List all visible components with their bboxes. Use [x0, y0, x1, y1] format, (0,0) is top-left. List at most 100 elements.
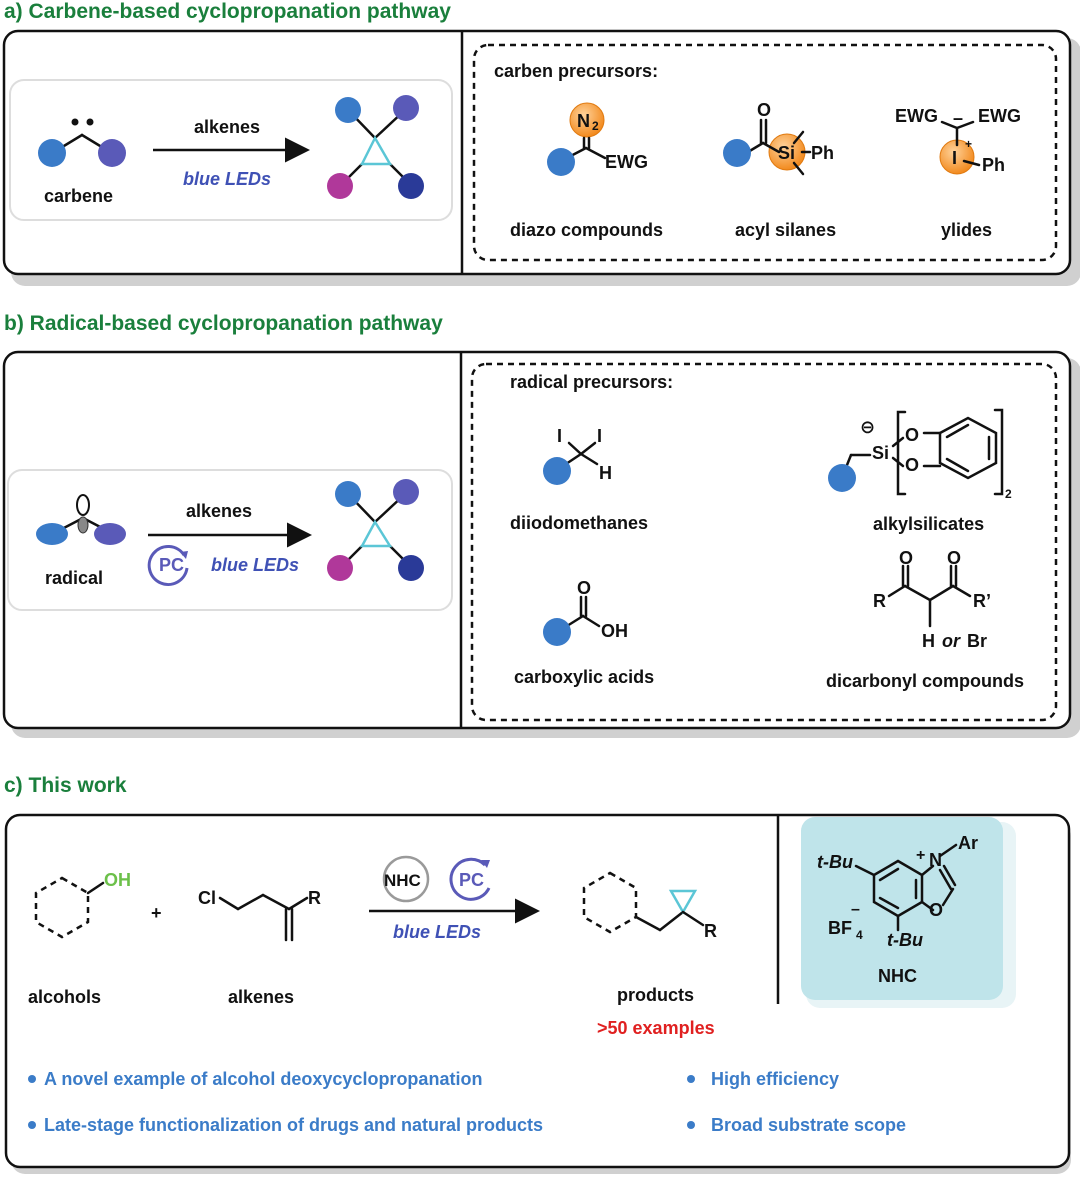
examples-count: >50 examples: [597, 1018, 715, 1038]
product-r-atom: R: [704, 921, 717, 941]
nhc-label: NHC: [878, 966, 917, 986]
radical-structure: [36, 494, 126, 545]
acyl-silane-structure: [723, 118, 812, 176]
nhc-plus-charge: +: [916, 847, 925, 864]
diiodo-h-atom: H: [599, 463, 612, 483]
arrow-a-bottom-label: blue LEDs: [183, 169, 271, 189]
nhc-structure: [854, 843, 958, 932]
acyl-silane-o-atom: O: [757, 100, 771, 120]
section-b-panel: [2, 350, 1072, 730]
pc-label-b: PC: [159, 555, 184, 575]
cyclohexanol-structure: [34, 876, 105, 939]
cyclopropane-product-b: [327, 479, 424, 581]
alkylsilicates-label: alkylsilicates: [873, 514, 984, 534]
section-a-title: a) Carbene-based cyclopropanation pathwa…: [4, 0, 451, 23]
radical-precursors-title: radical precursors:: [510, 372, 673, 392]
nhc-bf4-minus: –: [851, 901, 860, 918]
nhc-catalyst-icon: [382, 855, 430, 903]
diiodomethanes-label: diiodomethanes: [510, 513, 648, 533]
diiodo-i1-atom: I: [557, 426, 562, 446]
section-c-title: c) This work: [4, 774, 127, 797]
dicarbonyl-o1-atom: O: [899, 548, 913, 568]
diiodomethane-structure: [543, 441, 599, 485]
carboxylic-oh-atom: OH: [601, 621, 628, 641]
acyl-silanes-label: acyl silanes: [735, 220, 836, 240]
acyl-silane-ph-atom: Ph: [811, 143, 834, 163]
nhc-bf4: BF: [828, 918, 852, 938]
radical-label: radical: [45, 568, 103, 588]
arrow-c-bottom-label: blue LEDs: [393, 922, 481, 942]
carbene-label: carbene: [44, 186, 113, 206]
cyclopropane-product-a: [327, 95, 424, 199]
bullet-dot: [28, 1075, 36, 1083]
dicarbonyl-or-text: or: [942, 631, 961, 651]
bullet-dot: [687, 1075, 695, 1083]
carboxylic-acid-structure: [543, 595, 601, 646]
bullet-left-2: Late-stage functionalization of drugs an…: [44, 1115, 543, 1135]
carben-precursors-box: [472, 43, 1058, 262]
alkylsilicate-o2-atom: O: [905, 455, 919, 475]
nhc-ar-atom: Ar: [958, 833, 978, 853]
nhc-catalyst-label: NHC: [384, 871, 421, 890]
arrow-a-top-label: alkenes: [194, 117, 260, 137]
carboxylic-o-atom: O: [577, 578, 591, 598]
dicarbonyl-br-atom: Br: [967, 631, 987, 651]
diiodo-i2-atom: I: [597, 426, 602, 446]
nhc-tbu1: t-Bu: [817, 852, 853, 872]
alkylsilicate-si-atom: Si: [872, 443, 889, 463]
diazo-compound-structure: [547, 102, 607, 176]
diazo-ewg-atom: EWG: [605, 152, 648, 172]
radical-precursors-box: [470, 362, 1058, 722]
nhc-bf4-subscript: 4: [856, 928, 863, 942]
dicarbonyl-r2-atom: R’: [973, 591, 991, 611]
diazo-n2-subscript: 2: [592, 119, 599, 133]
arrow-b-top-label: alkenes: [186, 501, 252, 521]
ylide-i-atom: I: [952, 148, 957, 168]
arrow-b-bottom-label: blue LEDs: [211, 555, 299, 575]
section-b-title: b) Radical-based cyclopropanation pathwa…: [4, 312, 443, 335]
dicarbonyl-r-atom: R: [873, 591, 886, 611]
ylide-ph-atom: Ph: [982, 155, 1005, 175]
ylide-minus: –: [953, 108, 963, 128]
pc-catalyst-icon-c: [449, 857, 491, 901]
pc-label-c: PC: [459, 870, 484, 890]
ylides-label: ylides: [941, 220, 992, 240]
ylide-ewg-right: EWG: [978, 106, 1021, 126]
dicarbonyl-structure: [887, 564, 972, 628]
acyl-silane-si-atom: Si: [778, 143, 795, 163]
bullet-dot: [687, 1121, 695, 1129]
alkene-cl-atom: Cl: [198, 888, 216, 908]
ylide-plus: +: [965, 137, 972, 151]
alcohol-oh-group: OH: [104, 870, 131, 890]
nhc-tbu2: t-Bu: [887, 930, 923, 950]
dicarbonyl-h-atom: H: [922, 631, 935, 651]
alkene-r-atom: R: [308, 888, 321, 908]
cyclopropane-product-c: [582, 871, 705, 934]
dicarbonyl-o2-atom: O: [947, 548, 961, 568]
nhc-o-atom: O: [929, 900, 943, 920]
alkene-structure: [218, 893, 309, 942]
diazo-n2-atom: N: [577, 111, 590, 131]
alkylsilicate-structure: [828, 408, 1004, 496]
bullet-right-1: High efficiency: [711, 1069, 839, 1089]
nhc-n-atom: N: [929, 850, 942, 870]
ylide-ewg-left: EWG: [895, 106, 938, 126]
bullet-left-1: A novel example of alcohol deoxycyclopro…: [44, 1069, 482, 1089]
bullet-dot: [28, 1121, 36, 1129]
dicarbonyl-compounds-label: dicarbonyl compounds: [826, 671, 1024, 691]
pc-catalyst-icon-b: [147, 545, 189, 586]
plus-sign: +: [151, 903, 162, 923]
diazo-compounds-label: diazo compounds: [510, 220, 663, 240]
alkylsilicate-subscript: 2: [1005, 487, 1012, 501]
ylide-structure: [939, 120, 981, 175]
alkylsilicate-charge: ⊖: [860, 417, 875, 437]
bullet-right-2: Broad substrate scope: [711, 1115, 906, 1135]
carben-precursors-title: carben precursors:: [494, 61, 658, 81]
carbene-structure: [38, 118, 126, 167]
nhc-structure-box: [801, 817, 1003, 1000]
alcohols-label: alcohols: [28, 987, 101, 1007]
alkylsilicate-o1-atom: O: [905, 425, 919, 445]
carboxylic-acids-label: carboxylic acids: [514, 667, 654, 687]
products-label: products: [617, 985, 694, 1005]
